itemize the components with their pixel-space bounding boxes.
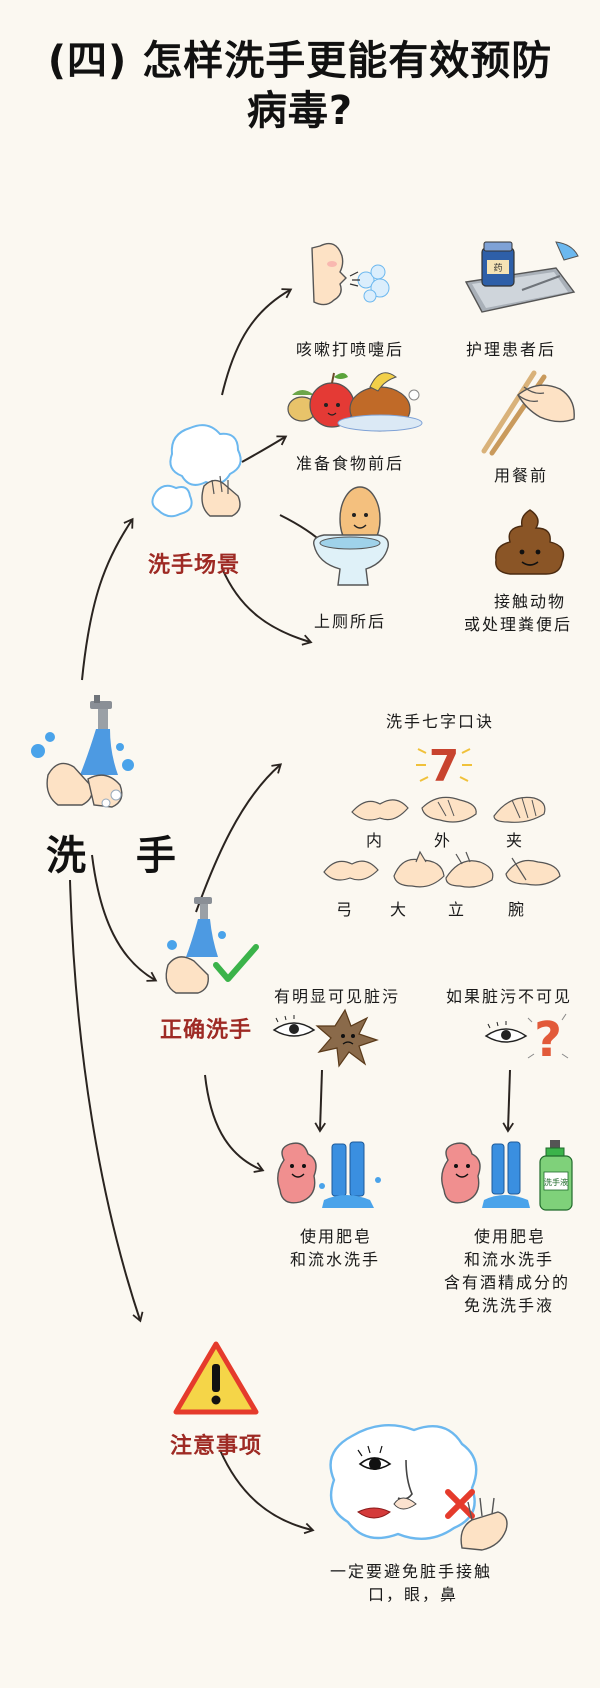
scenario-caption-4: 用餐前: [494, 466, 549, 485]
visible-result-line-2: 和流水洗手: [290, 1250, 381, 1269]
invisible-result-line-3: 含有酒精成分的: [444, 1273, 571, 1292]
scenario-caption-2: 护理患者后: [466, 340, 557, 359]
poop-icon: [495, 509, 565, 575]
correct-label: 正确洗手: [160, 1017, 253, 1043]
scenario-caption-6: 接触动物: [494, 592, 567, 611]
scenario-caption-1: 咳嗽打喷嚏后: [296, 340, 405, 359]
scenario-caption-5: 上厕所后: [314, 612, 387, 631]
svg-text:?: ?: [534, 1012, 562, 1068]
mnemonic-number: 7: [429, 741, 460, 792]
hands-wrist-icon: [505, 857, 561, 886]
sneeze-icon: [311, 242, 390, 306]
hands-back-icon: [421, 796, 477, 823]
soap-water-sanitizer-icon: 洗手液: [441, 1140, 573, 1211]
notes-text-line-1: 一定要避免脏手接触: [330, 1562, 493, 1581]
hands-interlace-icon: [493, 796, 546, 823]
sanitizer-label: 洗手液: [544, 1177, 568, 1187]
mnemonic-step-5: 大: [390, 900, 409, 919]
hands-thumb-icon: [393, 850, 445, 888]
mnemonic-step-6: 立: [448, 900, 467, 919]
hands-bow-icon: [323, 860, 379, 881]
scenarios-label: 洗手场景: [148, 552, 241, 578]
mnemonic-step-1: 内: [366, 831, 385, 850]
chopsticks-icon: [481, 370, 575, 456]
toilet-icon: [313, 486, 389, 586]
page-title-line-2: 病毒?: [246, 88, 354, 134]
soap-water-icon: [277, 1141, 381, 1208]
face-no-touch-icon: [329, 1424, 508, 1551]
dirt-stain-icon: [315, 1008, 379, 1068]
invisible-dirt-heading: 如果脏污不可见: [446, 987, 573, 1006]
invisible-result-line-1: 使用肥皂: [474, 1227, 547, 1246]
food-icon: [287, 372, 423, 432]
mnemonic-step-3: 夹: [506, 831, 525, 850]
svg-text:药: 药: [493, 263, 502, 274]
faucet-check-icon: [165, 897, 259, 994]
center-label: 洗 手: [46, 833, 194, 879]
scenario-caption-3: 准备食物前后: [296, 454, 405, 473]
notes-text-line-2: 口，眼，鼻: [368, 1585, 459, 1604]
visible-dirt-heading: 有明显可见脏污: [274, 987, 401, 1006]
warning-icon: [173, 1341, 259, 1415]
number-seven-icon: 7: [416, 741, 472, 792]
mnemonic-title: 洗手七字口诀: [386, 712, 495, 731]
visible-result-line-1: 使用肥皂: [300, 1227, 373, 1246]
scenario-caption-6-line-2: 或处理粪便后: [464, 615, 573, 634]
mnemonic-step-7: 腕: [508, 900, 527, 919]
medicine-tray-icon: 药: [464, 241, 579, 313]
invisible-result-line-2: 和流水洗手: [464, 1250, 555, 1269]
question-mark-icon: ?: [527, 1012, 569, 1068]
mnemonic-step-4: 弓: [336, 900, 355, 919]
hands-fingertip-icon: [445, 851, 494, 888]
invisible-result-line-4: 免洗洗手液: [464, 1296, 555, 1315]
mnemonic-step-2: 外: [434, 831, 453, 850]
soap-bubbles-icon: [151, 424, 242, 518]
handwash-faucet-icon: [31, 695, 134, 808]
notes-label: 注意事项: [170, 1433, 263, 1459]
eye-icon: [272, 1015, 316, 1037]
page-title: (四) 怎样洗手更能有效预防: [47, 38, 553, 84]
eye-icon-2: [484, 1021, 528, 1043]
hands-palm-icon: [351, 799, 409, 821]
